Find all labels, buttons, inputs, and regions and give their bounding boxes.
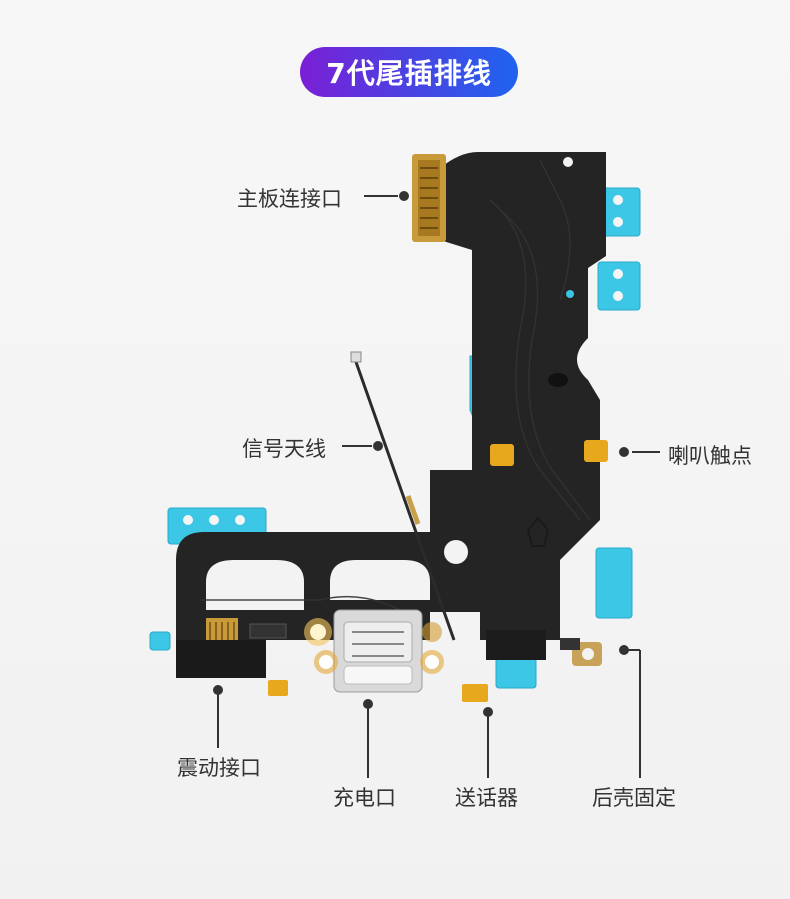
label-mainboard-connector: 主板连接口 bbox=[237, 187, 342, 211]
label-rear-shell-mount: 后壳固定 bbox=[592, 786, 676, 810]
logo-stamp bbox=[526, 516, 550, 547]
label-speaker-contacts: 喇叭触点 bbox=[668, 444, 752, 468]
flex-cable-body bbox=[176, 152, 606, 640]
title-badge: 7代尾插排线 bbox=[300, 47, 518, 97]
label-vibration-connector: 震动接口 bbox=[177, 756, 261, 780]
label-signal-antenna: 信号天线 bbox=[242, 437, 326, 461]
label-microphone: 送话器 bbox=[455, 786, 518, 810]
label-charging-port: 充电口 bbox=[333, 786, 396, 810]
